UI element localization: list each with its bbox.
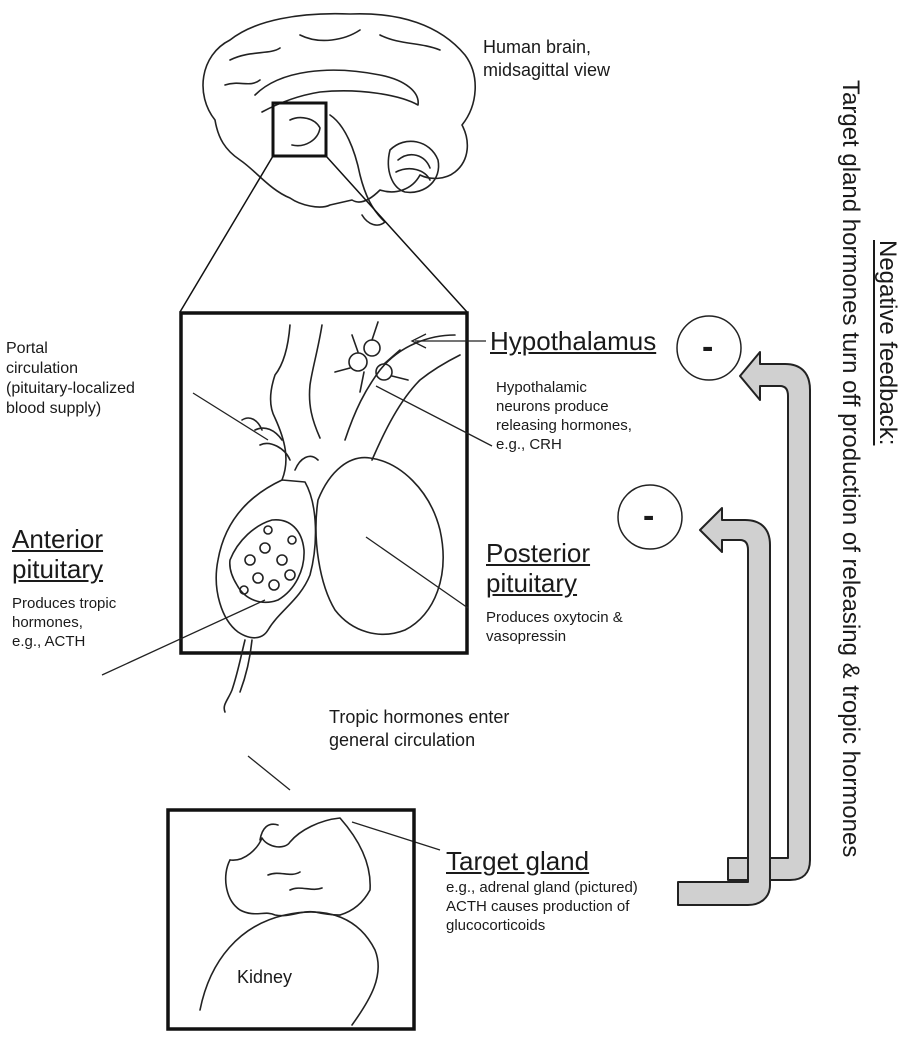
tropic-leader xyxy=(248,756,290,790)
posterior-title: Posterior pituitary xyxy=(486,538,590,598)
feedback-right-column: Target gland hormones turn off productio… xyxy=(835,80,865,857)
anterior-title: Anterior pituitary xyxy=(12,524,103,584)
target-gland-frame xyxy=(168,810,414,1029)
target-leader xyxy=(352,822,440,850)
hypothalamus-desc: Hypothalamic neurons produce releasing h… xyxy=(496,378,632,454)
target-title: Target gland xyxy=(446,846,589,876)
feedback-heading: Negative feedback: xyxy=(872,240,902,445)
inner-feedback-arrow xyxy=(678,508,770,905)
anterior-desc: Produces tropic hormones, e.g., ACTH xyxy=(12,594,116,651)
adrenal-drawing xyxy=(200,818,378,1025)
pituitary-frame xyxy=(181,313,467,653)
anterior-leader xyxy=(102,600,265,675)
feedback-arrows xyxy=(678,352,810,905)
tropic-label: Tropic hormones enter general circulatio… xyxy=(329,706,509,752)
minus-sign-hypothalamus: - xyxy=(702,330,713,364)
kidney-label: Kidney xyxy=(237,966,292,989)
posterior-desc: Produces oxytocin & vasopressin xyxy=(486,608,623,646)
zoom-line-right xyxy=(326,156,467,312)
brain-label: Human brain, midsagittal view xyxy=(483,36,610,82)
portal-leader xyxy=(193,393,268,440)
posterior-leader xyxy=(366,537,468,608)
zoom-line-left xyxy=(180,156,273,312)
portal-label: Portal circulation (pituitary-localized … xyxy=(6,339,135,419)
cerebellum xyxy=(388,141,438,192)
brain-zoom-box xyxy=(273,103,326,156)
hypothalamus-title: Hypothalamus xyxy=(490,326,656,356)
brain-outline xyxy=(203,14,475,207)
corpus-callosum xyxy=(255,70,418,112)
minus-sign-pituitary: - xyxy=(643,499,654,533)
target-desc: e.g., adrenal gland (pictured) ACTH caus… xyxy=(446,878,638,935)
